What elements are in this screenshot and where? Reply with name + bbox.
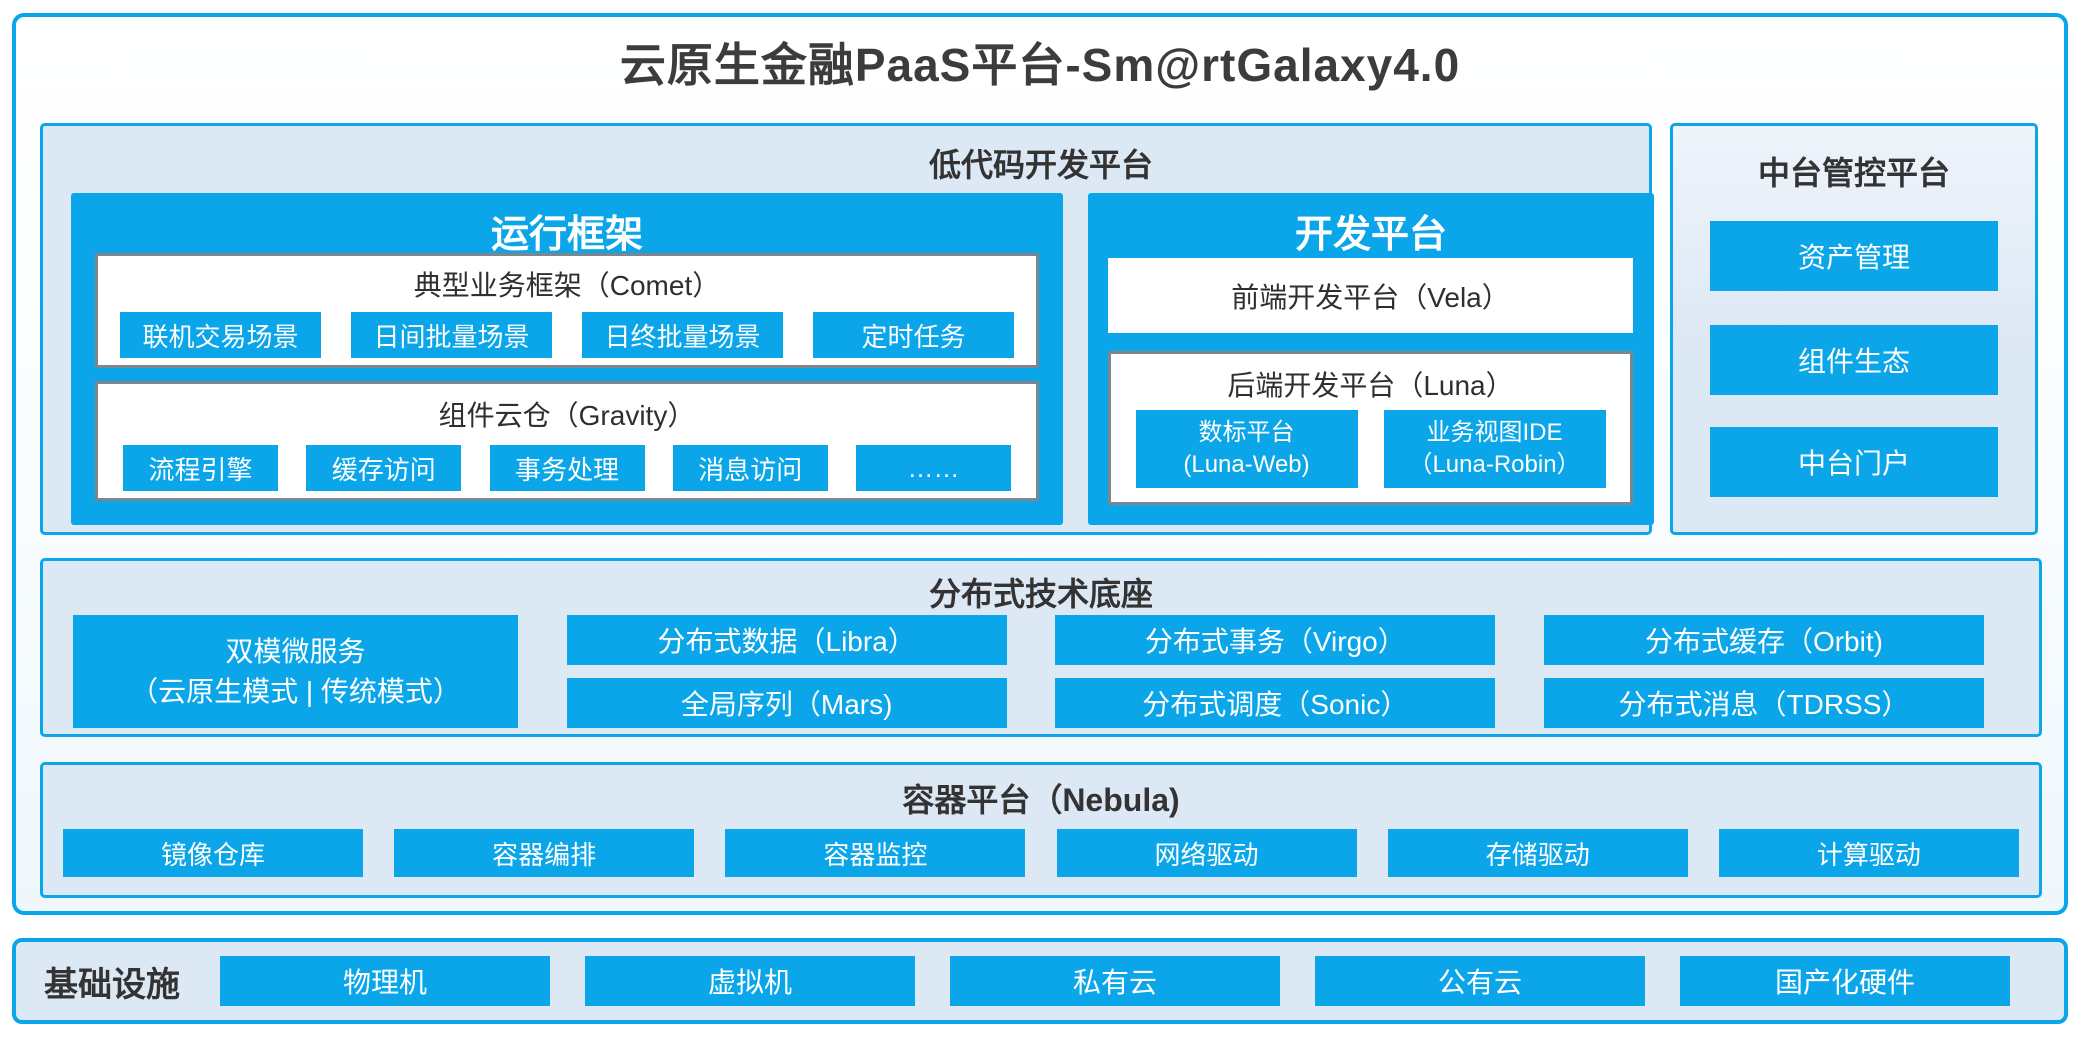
comet-item-online-trade: 联机交易场景 [120,312,321,358]
page-title: 云原生金融PaaS平台-Sm@rtGalaxy4.0 [619,39,1461,91]
dist-item-sequence-mars: 全局序列（Mars) [566,678,1007,728]
dual-mode-line1: 双模微服务 [225,635,366,667]
dual-mode-microservice-block: 双模微服务 （云原生模式 | 传统模式） [73,615,518,728]
runtime-framework-panel: 运行框架 典型业务框架（Comet） 联机交易场景 日间批量场景 日终批量场景 … [71,193,1063,525]
midplatform-control-label: 中台管控平台 [1757,155,1950,191]
infra-item-virtual-machine: 虚拟机 [585,956,915,1006]
luna-item-data-platform: 数标平台 (Luna-Web) [1135,410,1358,488]
dev-platform-panel: 开发平台 前端开发平台（Vela） 后端开发平台（Luna） 数标平台 (Lun… [1088,193,1654,525]
infrastructure-band: 基础设施 物理机 虚拟机 私有云 公有云 国产化硬件 [12,938,2068,1024]
dual-mode-line2: （云原生模式 | 传统模式） [130,675,461,707]
comet-items-row: 联机交易场景 日间批量场景 日终批量场景 定时任务 [98,312,1036,358]
distributed-grid: 双模微服务 （云原生模式 | 传统模式） 分布式数据（Libra） 全局序列（M… [43,615,2039,728]
comet-framework-box: 典型业务框架（Comet） 联机交易场景 日间批量场景 日终批量场景 定时任务 [95,253,1039,368]
lowcode-platform-label: 低代码开发平台 [928,147,1153,183]
infrastructure-items-row: 物理机 虚拟机 私有云 公有云 国产化硬件 [220,956,2010,1006]
container-platform-label: 容器平台（Nebula) [902,782,1180,818]
gravity-warehouse-box: 组件云仓（Gravity） 流程引擎 缓存访问 事务处理 消息访问 …… [95,381,1039,501]
midplatform-control-panel: 中台管控平台 资产管理 组件生态 中台门户 [1670,123,2038,535]
dist-item-cache-orbit: 分布式缓存（Orbit) [1543,615,1984,665]
runtime-framework-title: 运行框架 [490,214,643,256]
gravity-items-row: 流程引擎 缓存访问 事务处理 消息访问 …… [98,445,1036,491]
dist-item-data-libra: 分布式数据（Libra） [566,615,1007,665]
midplatform-item-asset-mgmt: 资产管理 [1710,221,1998,291]
comet-framework-title: 典型业务框架（Comet） [413,270,721,301]
container-items-row: 镜像仓库 容器编排 容器监控 网络驱动 存储驱动 计算驱动 [43,829,2039,877]
gravity-item-process-engine: 流程引擎 [123,445,278,491]
lowcode-platform-panel: 低代码开发平台 运行框架 典型业务框架（Comet） 联机交易场景 日间批量场景… [40,123,1654,535]
infra-item-private-cloud: 私有云 [950,956,1280,1006]
luna-item-business-ide: 业务视图IDE （Luna-Robin） [1383,410,1606,488]
container-item-compute-driver: 计算驱动 [1718,829,2019,877]
dist-item-scheduling-sonic: 分布式调度（Sonic） [1055,678,1496,728]
infra-item-domestic-hardware: 国产化硬件 [1680,956,2010,1006]
infra-item-public-cloud: 公有云 [1315,956,1645,1006]
dev-platform-title: 开发平台 [1294,214,1447,256]
comet-item-eod-batch: 日终批量场景 [582,312,783,358]
luna-item-business-ide-line1: 业务视图IDE [1426,419,1563,446]
midplatform-item-component-eco: 组件生态 [1710,325,1998,395]
luna-item-business-ide-line2: （Luna-Robin） [1408,451,1581,478]
container-platform-band: 容器平台（Nebula) 镜像仓库 容器编排 容器监控 网络驱动 存储驱动 计算… [40,762,2042,898]
luna-items-row: 数标平台 (Luna-Web) 业务视图IDE （Luna-Robin） [1111,410,1630,488]
infrastructure-label: 基础设施 [44,965,180,1004]
dist-item-message-tdrss: 分布式消息（TDRSS） [1543,678,1984,728]
gravity-item-ellipsis: …… [856,445,1011,491]
infra-item-physical-machine: 物理机 [220,956,550,1006]
distributed-base-band: 分布式技术底座 双模微服务 （云原生模式 | 传统模式） 分布式数据（Libra… [40,558,2042,737]
container-item-image-registry: 镜像仓库 [63,829,363,877]
luna-item-data-platform-line2: (Luna-Web) [1183,451,1310,478]
container-item-network-driver: 网络驱动 [1056,829,1357,877]
container-item-storage-driver: 存储驱动 [1387,829,1688,877]
distributed-column-1: 分布式数据（Libra） 全局序列（Mars) [566,615,1007,728]
luna-backend-box: 后端开发平台（Luna） 数标平台 (Luna-Web) 业务视图IDE （Lu… [1108,351,1633,505]
architecture-frame: 云原生金融PaaS平台-Sm@rtGalaxy4.0 低代码开发平台 运行框架 … [12,13,2068,915]
distributed-column-2: 分布式事务（Virgo） 分布式调度（Sonic） [1055,615,1496,728]
distributed-base-label: 分布式技术底座 [928,576,1153,612]
container-item-monitoring: 容器监控 [725,829,1026,877]
gravity-item-message-access: 消息访问 [672,445,828,491]
container-item-orchestration: 容器编排 [394,829,695,877]
gravity-item-cache-access: 缓存访问 [306,445,462,491]
comet-item-scheduled-task: 定时任务 [813,312,1014,358]
luna-backend-title: 后端开发平台（Luna） [1227,370,1514,401]
distributed-column-3: 分布式缓存（Orbit) 分布式消息（TDRSS） [1543,615,1984,728]
comet-item-daytime-batch: 日间批量场景 [351,312,552,358]
dist-item-transaction-virgo: 分布式事务（Virgo） [1055,615,1496,665]
gravity-item-transaction: 事务处理 [489,445,645,491]
gravity-warehouse-title: 组件云仓（Gravity） [438,400,696,431]
vela-frontend-box: 前端开发平台（Vela） [1108,258,1633,333]
midplatform-item-portal: 中台门户 [1710,427,1998,497]
luna-item-data-platform-line1: 数标平台 [1198,419,1295,446]
